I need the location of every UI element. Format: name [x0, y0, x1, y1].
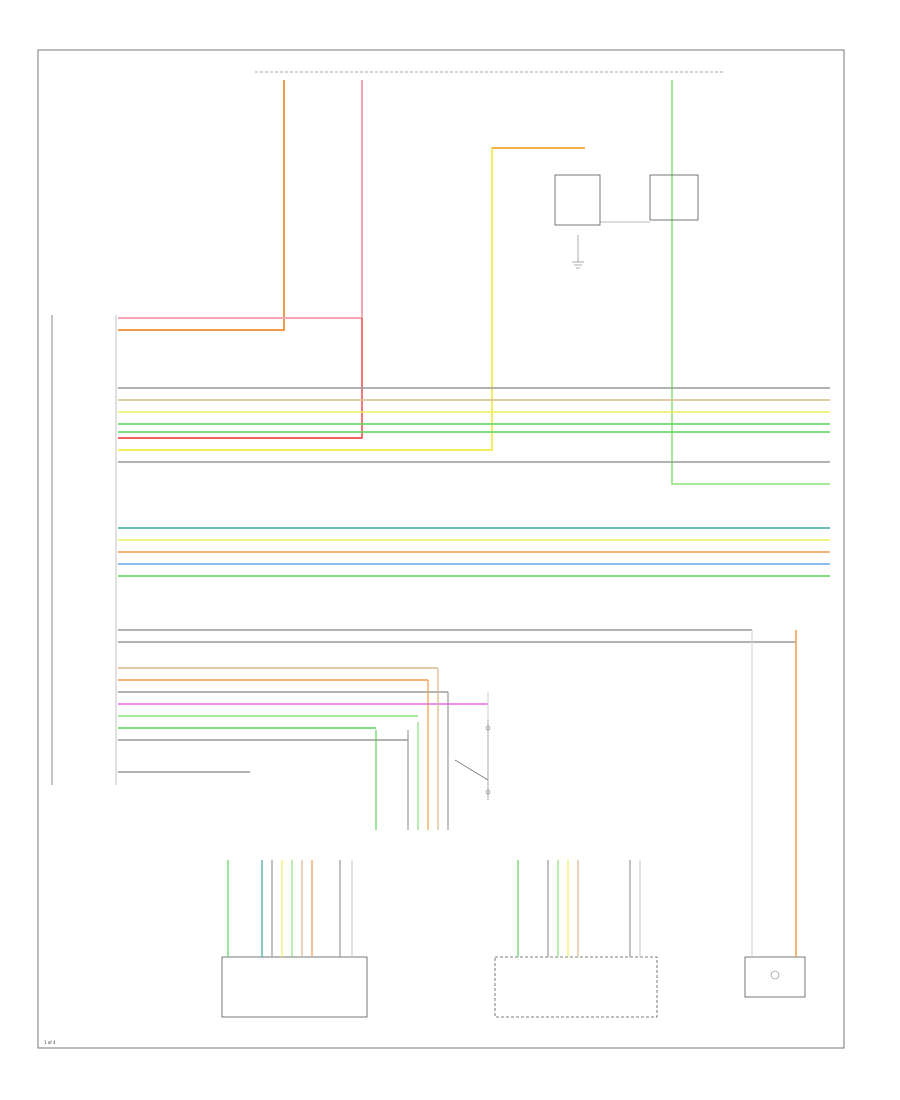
switch-lever [454, 759, 489, 781]
fuse-feed-wire-pink [118, 80, 363, 319]
relay-box-left [554, 174, 601, 226]
relay-box-right [649, 174, 699, 221]
diagram-border [37, 49, 845, 1049]
lower-connection-runs [375, 668, 489, 830]
harness-wires [118, 387, 830, 773]
ground-icon [572, 235, 584, 269]
switch-contact-upper [485, 725, 491, 731]
fuse-feed-wire-orange [118, 80, 285, 331]
fuse-feed-wire-red [118, 318, 363, 439]
antenna-icon [770, 970, 780, 980]
switch-contact-lower [485, 789, 491, 795]
antenna-box [744, 956, 806, 998]
fuse-feed-wire-yellow [118, 147, 585, 451]
right-speaker-module-box [494, 956, 658, 1018]
ignition-feed-wire-green [671, 80, 830, 485]
bottom-drop-wires [227, 630, 797, 957]
page-number: 1 of 4 [44, 1040, 56, 1045]
left-speaker-module-box [221, 956, 368, 1018]
